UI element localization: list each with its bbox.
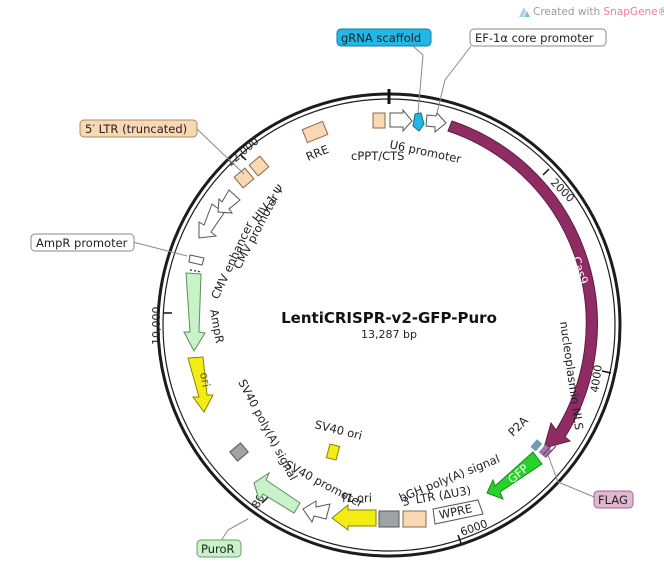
feature-sv40-promoter[interactable] bbox=[302, 500, 331, 524]
feature-3ltr[interactable] bbox=[402, 510, 427, 528]
feature-sv40-ori[interactable] bbox=[325, 443, 341, 461]
feature-cmv-enhancer[interactable] bbox=[198, 203, 225, 239]
feature-cppt[interactable] bbox=[372, 112, 386, 129]
feature-grna-scaffold[interactable] bbox=[412, 112, 425, 132]
callout-flag[interactable]: FLAG bbox=[593, 490, 634, 509]
svg-text:gRNA scaffold: gRNA scaffold bbox=[341, 31, 421, 45]
label-f1-ori: f1 ori bbox=[342, 491, 372, 505]
callout-grna[interactable]: gRNA scaffold bbox=[336, 28, 432, 47]
callout-5ltr[interactable]: 5′ LTR (truncated) bbox=[79, 119, 198, 138]
feature-ori[interactable] bbox=[187, 356, 214, 413]
plasmid-name: LentiCRISPR-v2-GFP-Puro bbox=[281, 309, 497, 327]
wpre-label: WPRE bbox=[438, 501, 474, 522]
feature-5ltr[interactable] bbox=[233, 167, 255, 189]
feature-f1-ori[interactable] bbox=[331, 503, 377, 531]
label-p2a: P2A bbox=[505, 413, 531, 439]
feature-ef1a[interactable] bbox=[425, 112, 447, 134]
callout-leaders bbox=[132, 45, 600, 545]
label-cppt: cPPT/CTS bbox=[351, 149, 404, 163]
feature-puror[interactable] bbox=[253, 471, 301, 514]
tick-label-10000: 10,000 bbox=[150, 307, 163, 346]
feature-ampr-promoter[interactable] bbox=[188, 254, 205, 266]
feature-u6[interactable] bbox=[389, 108, 413, 133]
label-ampr: AmpR bbox=[207, 308, 227, 344]
feature-cmv-promoter[interactable] bbox=[217, 189, 241, 214]
plasmid-length: 13,287 bp bbox=[361, 328, 417, 341]
callout-ampr-promoter[interactable]: AmpR promoter bbox=[30, 233, 135, 252]
feature-sv40-polya[interactable] bbox=[229, 442, 249, 462]
svg-text:5′ LTR (truncated): 5′ LTR (truncated) bbox=[85, 122, 187, 136]
svg-text:AmpR promoter: AmpR promoter bbox=[36, 236, 128, 250]
feature-nls[interactable] bbox=[530, 439, 543, 452]
feature-wpre[interactable] bbox=[432, 499, 484, 525]
feature-bgh[interactable] bbox=[378, 510, 400, 528]
svg-text:PuroR: PuroR bbox=[201, 542, 235, 556]
label-sv40-polya: SV40 poly(A) signal bbox=[235, 377, 300, 483]
tick-marks bbox=[164, 153, 612, 544]
label-rre: RRE bbox=[304, 142, 331, 164]
snapgene-credit: Created with SnapGene® bbox=[533, 6, 664, 18]
callout-puror[interactable]: PuroR bbox=[196, 539, 242, 558]
feature-hiv-psi[interactable] bbox=[248, 155, 270, 177]
callout-ef1a[interactable]: EF-1α core promoter bbox=[469, 28, 607, 47]
ori-label: ori bbox=[197, 371, 213, 388]
label-sv40-ori: SV40 ori bbox=[313, 417, 363, 442]
feature-rre[interactable] bbox=[301, 120, 329, 144]
feature-ampr[interactable] bbox=[183, 272, 206, 353]
svg-text:EF-1α core promoter: EF-1α core promoter bbox=[475, 31, 594, 45]
feature-gfp[interactable] bbox=[486, 451, 543, 500]
snapgene-logo-icon bbox=[519, 7, 530, 17]
snapgene-header: Created with SnapGene® bbox=[519, 6, 664, 18]
svg-text:FLAG: FLAG bbox=[598, 493, 628, 507]
